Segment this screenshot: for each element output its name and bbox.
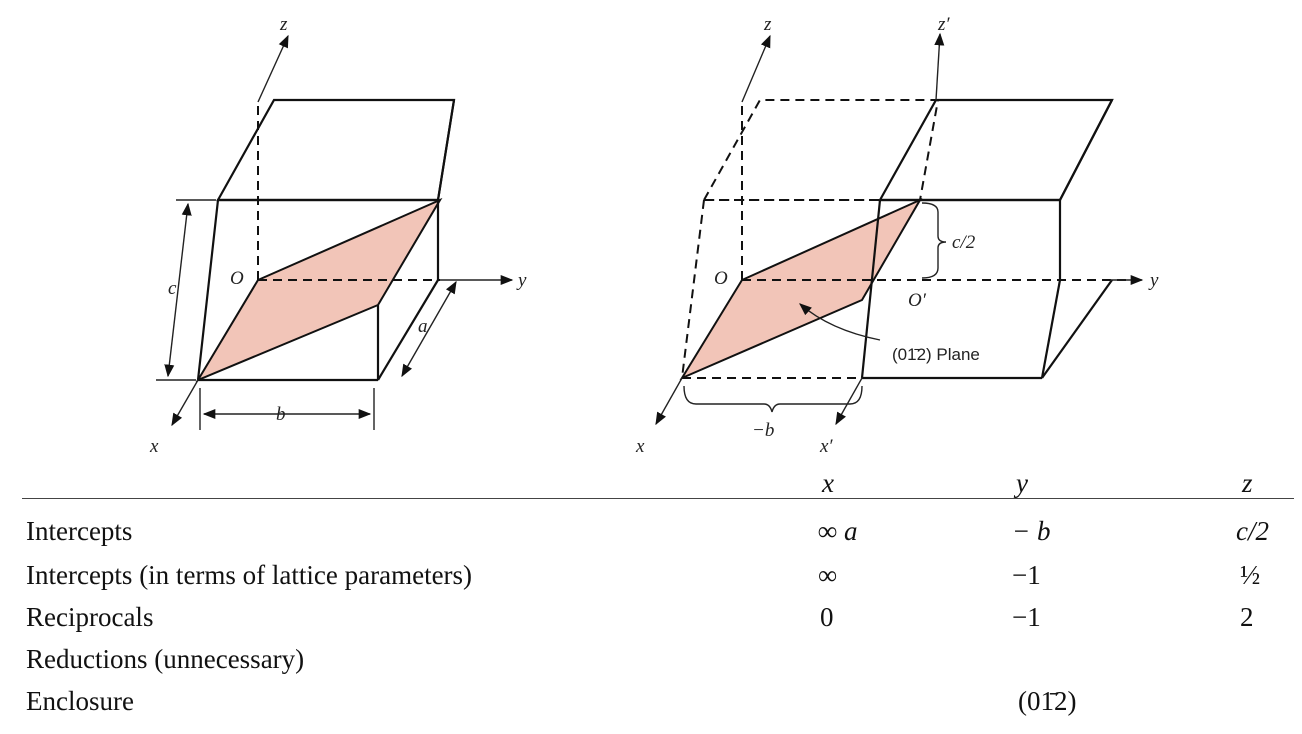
col-head-y: y	[1016, 468, 1028, 498]
cell-intercepts-z: c/2	[1236, 516, 1269, 546]
cell-lattice-y: −1	[1012, 560, 1041, 590]
cell-lattice-x: ∞	[818, 560, 838, 590]
left-origin-label: O	[230, 268, 244, 289]
cell-reciprocals-z: 2	[1240, 602, 1254, 632]
right-y-label: y	[1148, 270, 1159, 291]
left-b-label: b	[276, 404, 286, 425]
miller-index-table: x y z Intercepts ∞ a − b c/2 Intercepts …	[0, 468, 1302, 734]
cell-enclosure-y: (01̄2)	[1018, 686, 1077, 716]
right-zprime-label: z′	[937, 14, 950, 35]
row-label-enclosure: Enclosure	[26, 686, 134, 716]
right-xprime-label: x′	[819, 436, 833, 457]
right-z-label: z	[763, 14, 772, 35]
right-origin-label: O	[714, 268, 728, 289]
row-label-intercepts-lattice: Intercepts (in terms of lattice paramete…	[26, 560, 473, 590]
cell-lattice-z: ½	[1240, 560, 1261, 590]
left-z-label: z	[279, 14, 288, 35]
left-c-label: c	[168, 278, 177, 299]
row-label-reductions: Reductions (unnecessary)	[26, 644, 305, 674]
left-y-label: y	[516, 270, 527, 291]
unit-cell-figure: z y x O c b a	[149, 14, 1159, 457]
left-x-axis	[171, 379, 199, 427]
row-label-reciprocals: Reciprocals	[26, 602, 154, 632]
right-plane-label: (01̄2) Plane	[892, 345, 980, 364]
left-z-axis	[257, 34, 289, 103]
cell-intercepts-y: − b	[1012, 516, 1051, 546]
right-unit-cell: z z′ y x x′ O O′ c/2 −b (01̄2) Plane	[635, 14, 1159, 457]
right-zprime-axis	[934, 32, 945, 101]
right-xprime-axis	[835, 377, 863, 426]
col-head-x: x	[822, 468, 834, 498]
cell-reciprocals-x: 0	[820, 602, 834, 632]
left-plane	[195, 197, 443, 383]
header-rule	[22, 498, 1294, 499]
right-x-axis	[655, 377, 683, 426]
right-plane	[679, 197, 923, 381]
cell-reciprocals-y: −1	[1012, 602, 1041, 632]
right-x-label: x	[635, 436, 645, 457]
left-unit-cell: z y x O c b a	[149, 14, 527, 457]
left-x-label: x	[149, 436, 159, 457]
right-negb-label: −b	[752, 420, 774, 441]
col-head-z: z	[1242, 468, 1253, 498]
cell-intercepts-x: ∞ a	[818, 516, 858, 546]
right-z-axis	[741, 34, 771, 103]
right-origin-prime-label: O′	[908, 290, 927, 311]
row-label-intercepts: Intercepts	[26, 516, 133, 546]
left-a-label: a	[418, 316, 428, 337]
right-chalf-label: c/2	[952, 232, 976, 253]
